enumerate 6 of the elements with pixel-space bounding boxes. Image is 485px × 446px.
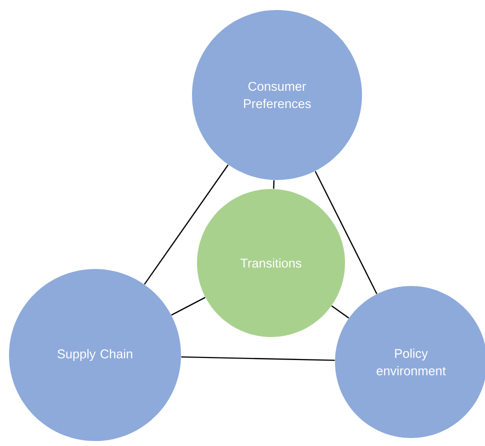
connector-line (171, 296, 206, 316)
connector-line (181, 356, 335, 361)
connector-line (144, 164, 229, 285)
connector-line (314, 170, 378, 294)
connector-line (331, 305, 350, 318)
connector-line (273, 180, 275, 189)
